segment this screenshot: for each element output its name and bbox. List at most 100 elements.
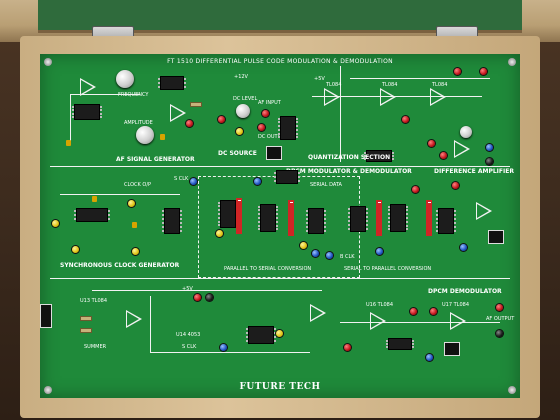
- opamp-symbol: [370, 312, 386, 330]
- test-point[interactable]: [194, 294, 201, 301]
- test-point[interactable]: [132, 248, 139, 255]
- screw: [508, 58, 516, 66]
- af-output-test-point[interactable]: [186, 120, 193, 127]
- frequency-knob[interactable]: [116, 70, 134, 88]
- test-point[interactable]: [440, 152, 447, 159]
- test-point[interactable]: [216, 230, 223, 237]
- dpcm-demod-title: DPCM DEMODULATOR: [428, 288, 502, 295]
- test-point[interactable]: [454, 68, 461, 75]
- test-point[interactable]: [376, 248, 383, 255]
- test-point[interactable]: [428, 140, 435, 147]
- trace: [150, 296, 151, 352]
- trim-knob[interactable]: [460, 126, 472, 138]
- tl084-label: TL084: [382, 82, 398, 88]
- test-point[interactable]: [52, 220, 59, 227]
- af-input-test-point[interactable]: [262, 110, 269, 117]
- divider: [50, 278, 510, 279]
- b-clk-test-point[interactable]: [326, 252, 333, 259]
- test-point[interactable]: [480, 68, 487, 75]
- af-output-test-point-final[interactable]: [496, 304, 503, 311]
- ic-chip: [306, 208, 326, 234]
- opamp-symbol: [450, 312, 466, 330]
- opamp-symbol: [170, 104, 186, 122]
- divider: [50, 166, 510, 167]
- brand-logo: FUTURE TECH: [239, 382, 321, 392]
- test-point[interactable]: [276, 330, 283, 337]
- dc-output-label: DC OUTPUT: [258, 134, 288, 140]
- test-point[interactable]: [460, 244, 467, 251]
- ic-chip: [386, 338, 414, 350]
- difference-amp-title: DIFFERENCE AMPLIFIER: [434, 168, 514, 175]
- dip-switch[interactable]: [288, 200, 294, 236]
- capacitor: [160, 134, 165, 140]
- test-point[interactable]: [72, 246, 79, 253]
- test-point[interactable]: [486, 158, 493, 165]
- test-point[interactable]: [236, 128, 243, 135]
- serial-data-label: SERIAL DATA: [310, 182, 342, 188]
- test-point[interactable]: [218, 116, 225, 123]
- ic-chip: [258, 204, 278, 232]
- u17-label: U17 TL084: [442, 302, 469, 308]
- test-point[interactable]: [402, 116, 409, 123]
- ic-chip: [246, 326, 276, 344]
- trace: [60, 194, 180, 195]
- tl084-label: TL084: [432, 82, 448, 88]
- switch[interactable]: [444, 342, 460, 356]
- jumper-header[interactable]: [40, 304, 52, 328]
- capacitor: [66, 140, 71, 146]
- test-point[interactable]: [430, 308, 437, 315]
- opamp-symbol: [476, 202, 492, 220]
- u13-label: U13 TL084: [80, 298, 107, 304]
- test-point[interactable]: [220, 344, 227, 351]
- test-point[interactable]: [452, 182, 459, 189]
- trainer-board: FT 1510 DIFFERENTIAL PULSE CODE MODULATI…: [40, 54, 520, 398]
- plus5v-label: +5V: [314, 76, 325, 82]
- ps-conversion-label: PARALLEL TO SERIAL CONVERSION: [224, 266, 312, 272]
- test-point[interactable]: [486, 144, 493, 151]
- test-point[interactable]: [206, 294, 213, 301]
- amplitude-knob[interactable]: [136, 126, 154, 144]
- switch[interactable]: [488, 230, 504, 244]
- test-point[interactable]: [312, 250, 319, 257]
- ic-chip: [162, 208, 182, 234]
- divider: [340, 66, 341, 162]
- dpcm-mod-title: DPCM MODULATOR & DEMODULATOR: [286, 168, 412, 175]
- trace: [340, 322, 500, 323]
- amplitude-label: AMPLITUDE: [124, 120, 153, 126]
- af-input-label: AF INPUT: [258, 100, 281, 106]
- trace: [150, 352, 310, 353]
- ic-chip: [218, 200, 238, 228]
- test-point[interactable]: [412, 186, 419, 193]
- s-clk-label: S CLK: [174, 176, 189, 182]
- screw: [508, 386, 516, 394]
- clock-output-test-point[interactable]: [128, 200, 135, 207]
- resistor: [80, 316, 92, 321]
- dip-switch[interactable]: [376, 200, 382, 236]
- tl084-label: TL084: [326, 82, 342, 88]
- test-point[interactable]: [300, 242, 307, 249]
- b-clk-label: B CLK: [340, 254, 355, 260]
- test-point[interactable]: [254, 178, 261, 185]
- dc-output-test-point[interactable]: [258, 124, 265, 131]
- quantization-title: QUANTIZATION SECTION: [308, 154, 391, 161]
- resistor: [80, 328, 92, 333]
- test-point[interactable]: [426, 354, 433, 361]
- s-clk-test-point[interactable]: [190, 178, 197, 185]
- test-point[interactable]: [344, 344, 351, 351]
- opamp-symbol: [380, 88, 396, 106]
- dip-switch[interactable]: [236, 198, 242, 234]
- trace: [312, 96, 482, 97]
- trace: [70, 94, 140, 95]
- u16-label: U16 TL084: [366, 302, 393, 308]
- u14-label: U14 4053: [176, 332, 201, 338]
- trace: [70, 94, 71, 144]
- switch[interactable]: [266, 146, 282, 160]
- dip-switch[interactable]: [426, 200, 432, 236]
- opamp-symbol: [324, 88, 340, 106]
- ic-chip: [388, 204, 408, 232]
- trace: [350, 78, 490, 79]
- ground-test-point[interactable]: [496, 330, 503, 337]
- test-point[interactable]: [410, 308, 417, 315]
- dc-level-knob[interactable]: [236, 104, 250, 118]
